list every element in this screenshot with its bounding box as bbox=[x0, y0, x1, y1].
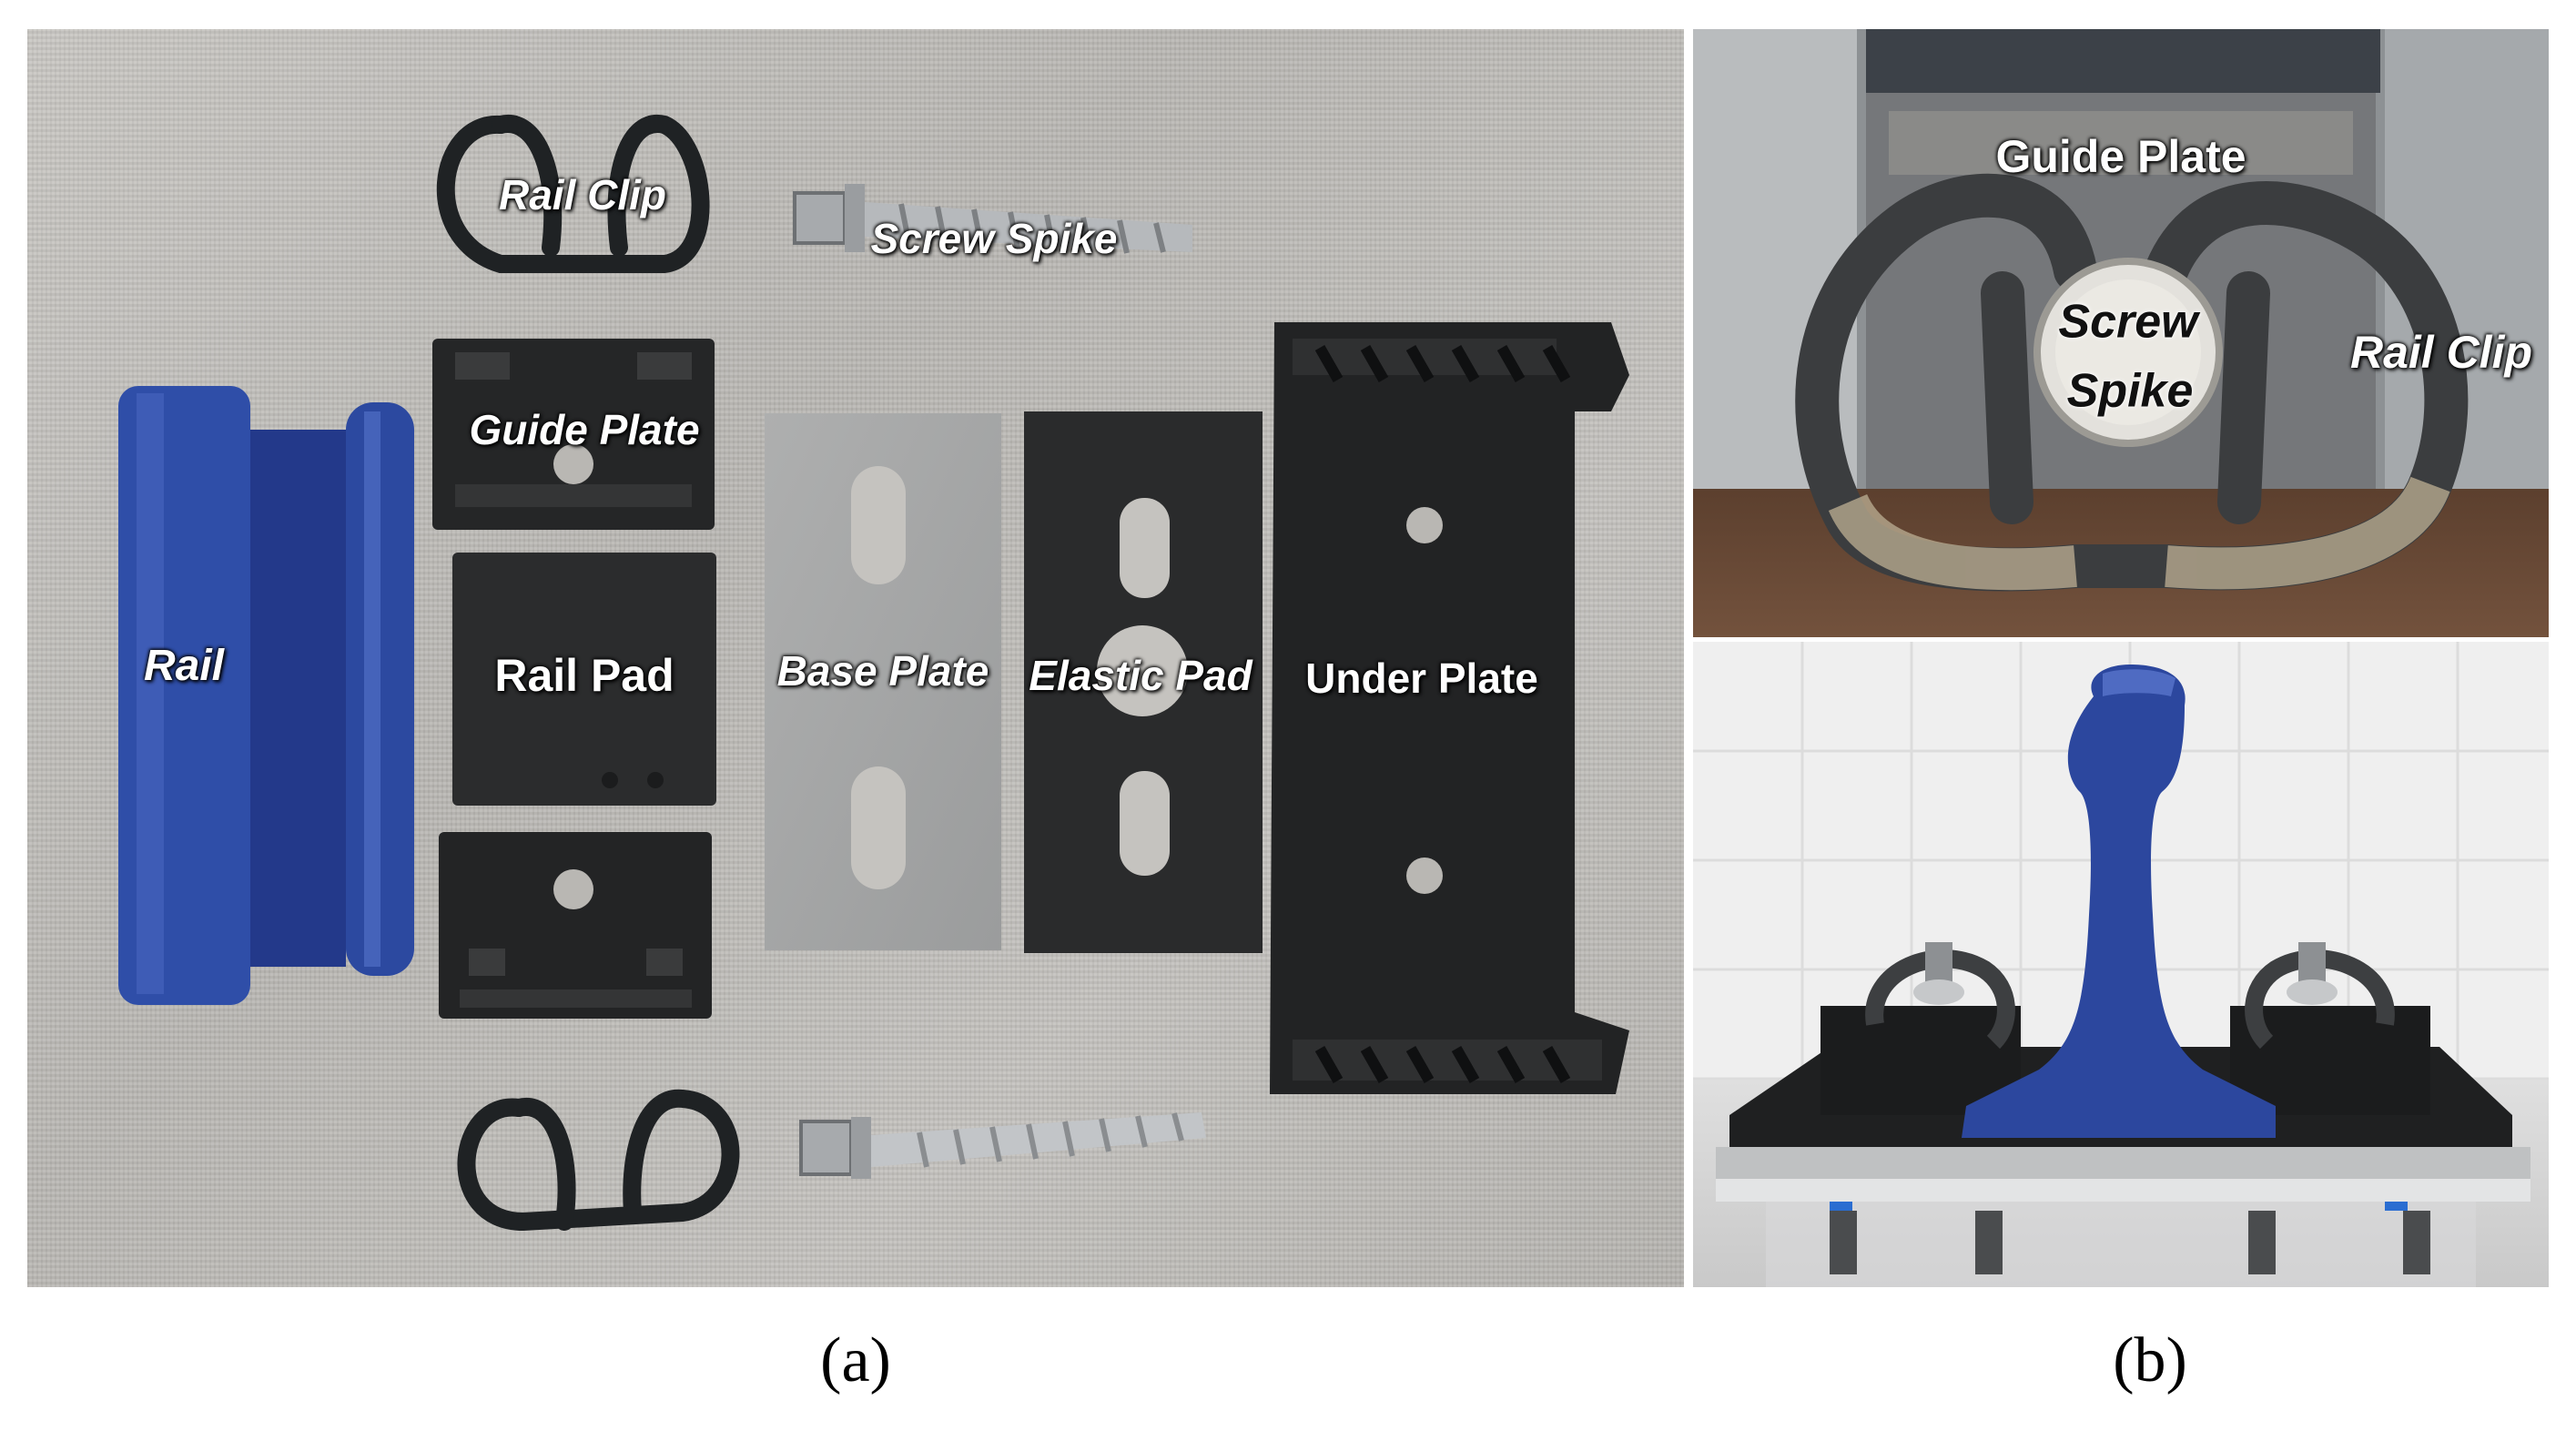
screw-spike-bottom bbox=[799, 1112, 1206, 1179]
under-plate bbox=[1270, 322, 1629, 1094]
rail-section bbox=[118, 386, 414, 1005]
assembled-rail-fastening-system bbox=[1693, 642, 2549, 1287]
label-screw-b: Screw bbox=[2058, 295, 2198, 349]
elastic-pad bbox=[1024, 411, 1263, 953]
caption-b: (b) bbox=[2113, 1325, 2187, 1395]
photo-panel-b-top: Guide Plate Screw Spike Rail Clip bbox=[1693, 29, 2549, 637]
photo-panel-a: Rail Clip Screw Spike Guide Plate Rail R… bbox=[27, 29, 1684, 1287]
rail-clip-bottom bbox=[457, 1089, 740, 1232]
base-plate bbox=[765, 413, 1001, 950]
guide-plate-top bbox=[432, 339, 715, 530]
screw-spike-top bbox=[793, 184, 1192, 254]
label-rail-pad: Rail Pad bbox=[494, 649, 674, 701]
guide-plate-bottom bbox=[439, 832, 712, 1019]
label-screw-spike: Screw Spike bbox=[870, 214, 1118, 262]
label-rail: Rail bbox=[143, 641, 225, 690]
label-guide-plate-b: Guide Plate bbox=[1995, 130, 2246, 182]
label-elastic-pad: Elastic Pad bbox=[1029, 651, 1253, 699]
label-base-plate: Base Plate bbox=[776, 646, 989, 695]
rail-clip-top bbox=[436, 115, 710, 273]
installed-fastener-closeup bbox=[1693, 29, 2549, 637]
label-under-plate: Under Plate bbox=[1305, 654, 1538, 702]
label-rail-clip: Rail Clip bbox=[498, 170, 667, 218]
label-rail-clip-b: Rail Clip bbox=[2349, 326, 2533, 378]
component-layout-photo bbox=[118, 115, 1629, 1232]
label-spike-b: Spike bbox=[2066, 364, 2194, 418]
label-guide-plate: Guide Plate bbox=[469, 405, 700, 453]
photo-panel-b-bottom bbox=[1693, 642, 2549, 1287]
caption-a: (a) bbox=[820, 1325, 891, 1395]
rail-pad bbox=[452, 553, 716, 806]
